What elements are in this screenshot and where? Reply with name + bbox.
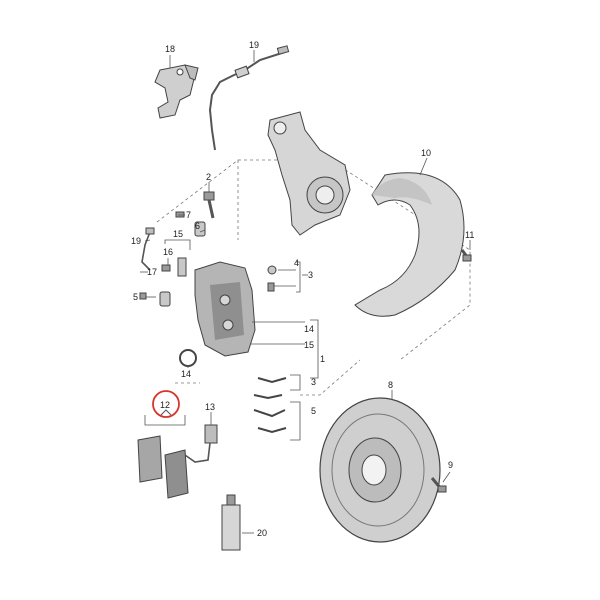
callout-18: 18 bbox=[165, 44, 175, 54]
anti-rattle-springs bbox=[253, 377, 287, 434]
callout-3-lower: 3 bbox=[311, 377, 316, 387]
guide-pin-parts bbox=[139, 257, 187, 307]
callout-5-lower: 5 bbox=[311, 406, 316, 416]
callout-9: 9 bbox=[448, 460, 453, 470]
caliper-part bbox=[194, 261, 256, 357]
brake-disc-part bbox=[319, 397, 441, 543]
callout-10: 10 bbox=[421, 148, 431, 158]
bracket-part bbox=[154, 64, 199, 119]
sensor-cable-top bbox=[208, 45, 290, 151]
callout-19-top: 19 bbox=[249, 40, 259, 50]
callout-labels: 18 19 10 2 7 6 19 15 16 17 5 4 3 11 14 1… bbox=[131, 40, 474, 538]
callout-14-right: 14 bbox=[304, 324, 314, 334]
dashed-guides bbox=[156, 159, 471, 396]
highlight-chevron-icon bbox=[160, 409, 172, 416]
callout-19-lower: 19 bbox=[131, 236, 141, 246]
snap-ring-part bbox=[179, 349, 197, 367]
callout-11: 11 bbox=[465, 230, 474, 240]
caliper-small-parts bbox=[175, 211, 206, 237]
callout-4: 4 bbox=[294, 258, 299, 268]
callout-8: 8 bbox=[388, 380, 393, 390]
callout-1: 1 bbox=[320, 354, 325, 364]
leader-lines bbox=[140, 50, 471, 534]
callout-2: 2 bbox=[206, 172, 211, 182]
sensor-cable-lower bbox=[141, 227, 155, 271]
callout-6: 6 bbox=[195, 221, 200, 231]
callout-12: 12 bbox=[160, 400, 170, 410]
callout-16: 16 bbox=[163, 247, 173, 257]
callout-14-left: 14 bbox=[181, 369, 191, 379]
callout-5-top: 5 bbox=[133, 292, 138, 302]
splash-shield-part bbox=[354, 172, 465, 317]
bolt-parts bbox=[430, 249, 472, 493]
bleeder-parts bbox=[267, 265, 277, 292]
callout-3-top: 3 bbox=[308, 270, 313, 280]
callout-13: 13 bbox=[205, 402, 215, 412]
callout-15-top: 15 bbox=[173, 229, 183, 239]
bolt-part-2 bbox=[203, 191, 215, 219]
paste-tube-part bbox=[221, 494, 241, 551]
wear-sensor-part bbox=[184, 424, 218, 463]
callout-7: 7 bbox=[186, 210, 191, 220]
steering-knuckle-part bbox=[267, 111, 351, 236]
brake-pads-part bbox=[137, 435, 189, 499]
callout-20: 20 bbox=[257, 528, 267, 538]
highlight-ring bbox=[152, 390, 180, 418]
callout-17: 17 bbox=[147, 267, 157, 277]
callout-15-right: 15 bbox=[304, 340, 314, 350]
